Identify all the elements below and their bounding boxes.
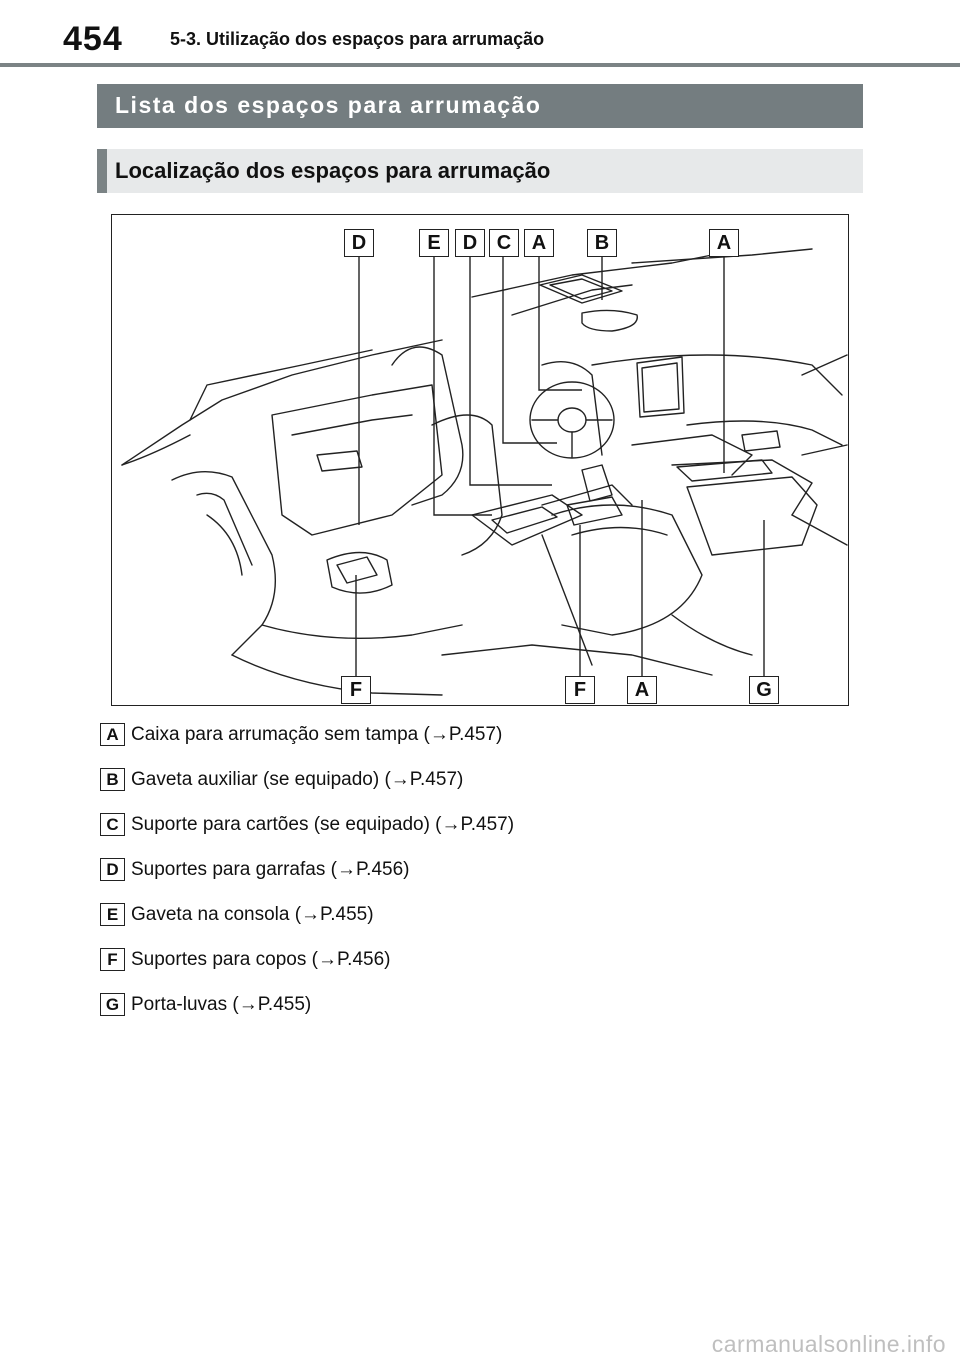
callout-top-E: E (419, 229, 449, 257)
interior-line-drawing (121, 248, 848, 696)
legend-text: Caixa para arrumação sem tampa (→P.457) (131, 724, 503, 745)
legend-key: G (100, 993, 125, 1016)
legend-text: Suportes para garrafas (→P.456) (131, 859, 410, 880)
legend-key: B (100, 768, 125, 791)
legend-key: F (100, 948, 125, 971)
callout-bottom-F-right: F (565, 676, 595, 704)
main-heading: Lista dos espaços para arrumação (115, 92, 542, 118)
legend-key: D (100, 858, 125, 881)
legend-key: E (100, 903, 125, 926)
callout-bottom-A: A (627, 676, 657, 704)
callout-top-D-right: D (455, 229, 485, 257)
legend-key: A (100, 723, 125, 746)
callout-top-C: C (489, 229, 519, 257)
legend-key: C (100, 813, 125, 836)
page-number: 454 (63, 20, 123, 58)
callout-bottom-G: G (749, 676, 779, 704)
callout-top-A-left: A (524, 229, 554, 257)
sub-heading-band: Localização dos espaços para arrumação (97, 149, 863, 193)
legend-item: F Suportes para copos (→P.456) (100, 947, 860, 992)
storage-legend: A Caixa para arrumação sem tampa (→P.457… (100, 722, 860, 1037)
legend-text: Suportes para copos (→P.456) (131, 949, 391, 970)
header-rule (0, 63, 960, 67)
section-title: 5-3. Utilização dos espaços para arrumaç… (170, 29, 545, 49)
page-header: 454 5-3. Utilização dos espaços para arr… (0, 0, 960, 67)
main-heading-band: Lista dos espaços para arrumação (97, 84, 863, 128)
legend-item: D Suportes para garrafas (→P.456) (100, 857, 860, 902)
callout-top-D-left: D (344, 229, 374, 257)
legend-text: Gaveta na consola (→P.455) (131, 904, 374, 925)
legend-item: B Gaveta auxiliar (se equipado) (→P.457) (100, 767, 860, 812)
legend-item: E Gaveta na consola (→P.455) (100, 902, 860, 947)
callout-bottom-F-left: F (341, 676, 371, 704)
callout-top-B: B (587, 229, 617, 257)
legend-text: Suporte para cartões (se equipado) (→P.4… (131, 814, 515, 835)
legend-text: Porta-luvas (→P.455) (131, 994, 312, 1015)
legend-item: C Suporte para cartões (se equipado) (→P… (100, 812, 860, 857)
legend-text: Gaveta auxiliar (se equipado) (→P.457) (131, 769, 464, 790)
watermark: carmanualsonline.info (711, 1331, 946, 1357)
callout-top-A-right: A (709, 229, 739, 257)
legend-item: G Porta-luvas (→P.455) (100, 992, 860, 1037)
sub-heading: Localização dos espaços para arrumação (115, 158, 551, 183)
legend-item: A Caixa para arrumação sem tampa (→P.457… (100, 722, 860, 767)
car-interior-illustration: D E D C A B A F F A G (111, 214, 849, 706)
